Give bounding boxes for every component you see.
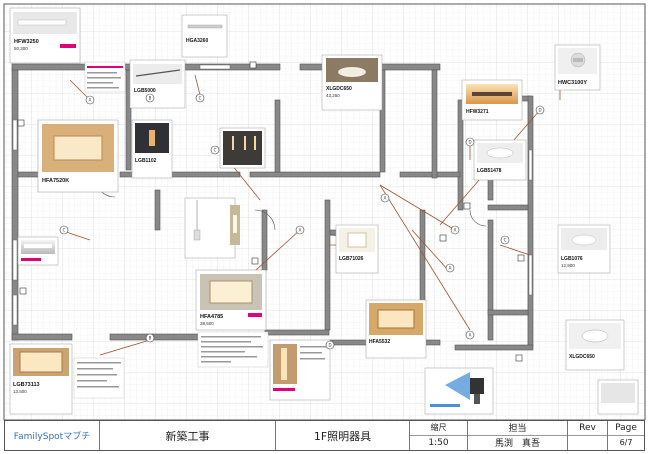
fixture-card: XLGDC650: [565, 319, 625, 371]
fixture-code-label: HWC3100Y: [558, 80, 587, 86]
fixture-card: HWC3100Y: [554, 44, 601, 91]
fixture-card: HFA4785 38,500: [195, 269, 267, 331]
scale-value: 1:50: [428, 437, 449, 448]
svg-text:B: B: [149, 336, 152, 341]
fixture-code-label: LGB5000: [134, 88, 156, 94]
svg-text:D: D: [468, 140, 471, 145]
fixture-code-label: LGB73113: [13, 382, 40, 388]
fixture-card: LGB1102: [131, 119, 173, 179]
page-cell: Page 6/7: [608, 421, 644, 450]
fixture-code-label: HFA7520K: [42, 178, 69, 184]
fixture-symbols: [59, 93, 545, 350]
fixture-card: HFW3250 50,300: [9, 7, 81, 64]
fixture-card: HFA7520K: [37, 119, 119, 193]
fixture-card: [597, 379, 639, 415]
fixture-code-label: LGB51478: [477, 168, 502, 174]
svg-text:A: A: [299, 228, 302, 233]
fixture-card: LGB73113 13,500: [9, 343, 73, 415]
fixture-card: LGB1076 12,900: [557, 224, 611, 274]
fixture-card: HGA3260: [181, 14, 228, 58]
rev-label: Rev: [579, 422, 596, 433]
svg-text:B: B: [149, 96, 152, 101]
fixture-code-label: HFA4785: [200, 314, 223, 320]
person-cell: 担当 馬渕 真吾: [468, 421, 568, 450]
page-label: Page: [615, 422, 637, 433]
svg-text:A: A: [89, 98, 92, 103]
interior-photo: [219, 127, 266, 169]
rev-cell: Rev: [568, 421, 608, 450]
project-name: 新築工事: [165, 429, 210, 443]
fixture-code-label: XLGDC650: [569, 354, 595, 360]
svg-text:A: A: [454, 228, 457, 233]
drawing-title-cell: 1F照明器具: [276, 421, 410, 450]
brand-cell: FamilySpotマブチ: [5, 421, 100, 450]
person-label: 担当: [508, 424, 527, 435]
wall-switches: [17, 61, 525, 362]
svg-text:D: D: [538, 108, 541, 113]
fixture-card: LGB51478: [473, 139, 527, 181]
project-cell: 新築工事: [100, 421, 276, 450]
svg-text:A: A: [449, 266, 452, 271]
page-value: 6/7: [619, 438, 633, 448]
svg-text:A: A: [384, 196, 387, 201]
sensor-diagram: [424, 367, 494, 415]
pendant-photos: [184, 197, 240, 259]
svg-text:C: C: [199, 96, 202, 101]
person-name: 馬渕 真吾: [494, 439, 540, 450]
fixture-card: [17, 236, 59, 266]
svg-text:A: A: [469, 333, 472, 338]
fixture-code-label: XLGDC650: [326, 86, 352, 92]
fixture-code-label: HFW3271: [466, 109, 489, 115]
fixture-price-label: 12,900: [561, 263, 575, 268]
symbol-letters: A C B C A A A A A D D C B D C: [63, 96, 542, 348]
fixture-code-label: HFW3250: [14, 39, 39, 45]
drawing-title: 1F照明器具: [313, 429, 372, 443]
fixture-code-label: LGB1102: [135, 158, 157, 164]
fixture-card: HFA5532: [365, 299, 427, 359]
fixture-price-label: 43,250: [326, 93, 340, 98]
fixture-code-label: HFA5532: [369, 339, 390, 345]
spec-note: [197, 331, 269, 368]
fixture-card: XLGDC650 43,250: [321, 54, 383, 111]
fixture-card: [269, 339, 331, 401]
svg-text:D: D: [328, 343, 331, 348]
fixture-price-label: 38,500: [200, 321, 214, 326]
spec-note: [73, 357, 125, 399]
spec-note: [84, 61, 126, 93]
fixture-code-label: HGA3260: [186, 38, 208, 44]
fixture-code-label: LGB71026: [339, 256, 364, 262]
brand-name: FamilySpotマブチ: [13, 432, 91, 442]
fixture-price-label: 50,300: [14, 46, 28, 51]
fixture-card: HFW3271: [461, 79, 523, 121]
fixture-price-label: 13,500: [13, 389, 27, 394]
fixture-code-label: LGB1076: [561, 256, 583, 262]
fixture-card: LGB71026: [335, 224, 379, 274]
svg-text:C: C: [214, 148, 217, 153]
title-block: FamilySpotマブチ 新築工事 1F照明器具 縮尺 1:50 担当 馬渕 …: [4, 420, 645, 451]
svg-text:C: C: [504, 238, 507, 243]
svg-text:C: C: [63, 228, 66, 233]
scale-label: 縮尺: [430, 423, 447, 433]
fixture-card: LGB5000: [129, 59, 186, 109]
scale-cell: 縮尺 1:50: [410, 421, 468, 450]
